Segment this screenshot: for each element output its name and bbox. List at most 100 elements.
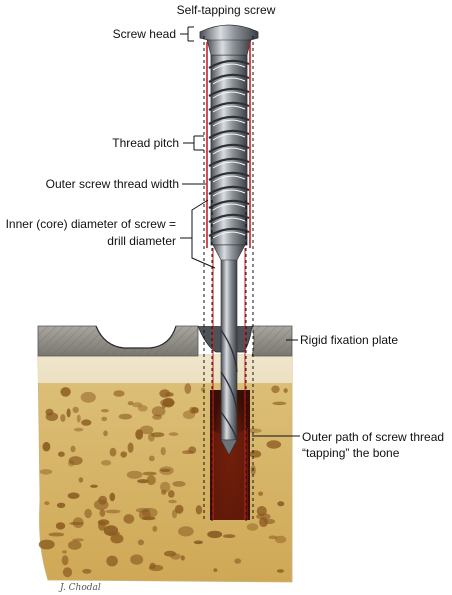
inner-diameter-label-line2: drill diameter	[107, 234, 176, 248]
thread-ridge	[208, 129, 250, 139]
bone-pore	[62, 550, 67, 554]
bone-pore	[90, 484, 98, 488]
bone-pore	[76, 414, 81, 423]
bone-pore	[120, 451, 127, 458]
bone-pore	[93, 499, 109, 511]
bone-pore	[44, 501, 50, 506]
label-outer-width: Outer screw thread width	[46, 177, 206, 191]
bone-pore	[100, 409, 109, 413]
bone-pore	[113, 390, 125, 397]
bone-pore	[42, 441, 51, 452]
thread-pitch-label: Thread pitch	[112, 136, 179, 150]
bone-pore	[148, 564, 164, 572]
bone-pore	[271, 385, 280, 394]
bone-pore	[48, 532, 65, 537]
bone-pore	[62, 567, 73, 578]
bone-block	[37, 354, 293, 583]
bone-pore	[109, 492, 116, 502]
fixation-plate	[37, 325, 293, 357]
bone-pore	[127, 442, 134, 453]
bone-pore	[171, 509, 178, 519]
bone-pore	[277, 501, 285, 507]
thread-highlight	[212, 77, 246, 85]
diagram-title: Self-tapping screw	[177, 3, 276, 17]
bone-pore	[247, 428, 262, 433]
bone-pore	[201, 387, 206, 392]
bone-pore	[72, 538, 85, 542]
bone-pore	[39, 469, 53, 475]
bone-pore	[160, 468, 171, 472]
fixation-plate-label: Rigid fixation plate	[300, 333, 398, 347]
bone-pore	[137, 479, 149, 484]
bone-pore	[56, 502, 66, 508]
bone-pore	[132, 402, 143, 408]
bone-pore	[256, 513, 271, 520]
thread-ridge	[208, 101, 250, 111]
bone-pore	[140, 425, 154, 435]
bone-pore	[127, 401, 134, 406]
drilled-hole	[210, 390, 250, 520]
bone-pore	[137, 405, 148, 412]
bone-pore	[58, 451, 65, 457]
bone-pore	[55, 522, 66, 530]
bone-pore	[268, 535, 278, 540]
bone-pore	[82, 568, 92, 574]
bone-pore	[266, 440, 282, 449]
outer-path-label-line2: “tapping” the bone	[302, 446, 400, 460]
thread-highlight	[212, 231, 246, 239]
dashed-guides	[203, 36, 254, 522]
bone-pore	[168, 432, 179, 436]
bone-pore	[181, 450, 194, 455]
bone-pore	[80, 391, 96, 403]
thread-highlight	[212, 105, 246, 113]
bone-pore	[152, 525, 158, 532]
thread-highlight	[212, 119, 246, 127]
bone-pores	[38, 383, 288, 578]
bone-pore	[78, 477, 84, 483]
thread-highlight	[212, 161, 246, 169]
thread-ridge	[208, 73, 250, 83]
bone-pore	[142, 516, 156, 521]
bone-pore	[234, 558, 242, 564]
outer-width-label: Outer screw thread width	[46, 177, 179, 191]
bone-pore	[142, 471, 157, 476]
thread-ridge	[208, 171, 250, 181]
bone-pore	[178, 526, 194, 537]
bone-pore	[60, 414, 66, 422]
bone-pore	[151, 406, 166, 417]
bone-pore	[274, 535, 287, 544]
thread-ridge	[208, 157, 250, 167]
bone-pore	[272, 401, 287, 406]
bone-pore	[160, 447, 166, 456]
bone-pore	[66, 408, 71, 418]
thread-highlight	[212, 147, 246, 155]
bone-pore	[67, 540, 82, 550]
bone-pore	[246, 523, 259, 531]
thread-highlight	[212, 91, 246, 99]
bone-pore	[193, 540, 203, 545]
label-thread-pitch: Thread pitch	[112, 135, 204, 151]
bone-pore	[103, 525, 119, 536]
thread-ridge	[208, 87, 250, 97]
bone-pore	[72, 517, 84, 529]
bone-pore	[118, 413, 132, 420]
bone-pore	[160, 481, 171, 493]
bone-pore	[195, 505, 203, 515]
thread-highlight	[212, 63, 246, 71]
bone-pore	[101, 460, 112, 466]
drill-bit	[220, 239, 238, 456]
outer-thread-envelope	[206, 42, 251, 520]
bone-pore	[81, 419, 92, 426]
thread-highlight	[212, 217, 246, 225]
bone-pore	[164, 550, 176, 557]
bone-pore	[276, 569, 285, 573]
bone-pore	[259, 517, 268, 528]
bone-pore	[67, 492, 80, 499]
bone-pore	[135, 429, 144, 440]
thread-ridge	[208, 59, 250, 69]
bone-pore	[70, 445, 76, 453]
bone-pore	[148, 455, 155, 462]
bone-pore	[146, 475, 156, 486]
bone-pore	[152, 414, 163, 420]
